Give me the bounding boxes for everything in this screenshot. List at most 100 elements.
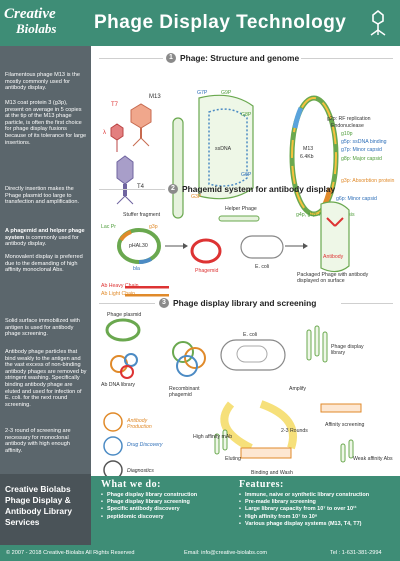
logo-line1: Creative [4, 6, 56, 22]
label-affinity: Affinity screening [325, 422, 365, 428]
label-g6p: G6P [241, 172, 252, 178]
label-g2p: g2p: RF replication [327, 116, 371, 122]
page-title: Phage Display Technology [94, 12, 347, 33]
label-t7: T7 [111, 102, 119, 108]
label-ecoli-3: E. coli [243, 332, 258, 338]
label-ab-library: Ab DNA library [101, 382, 136, 388]
label-lambda: λ [103, 130, 106, 136]
features-title: Features: [239, 479, 284, 490]
label-g10p: g10p [341, 131, 353, 137]
label-ecoli: E. coli [255, 264, 270, 270]
label-g3p-desc: g3p: Absorbtion protein [341, 178, 395, 184]
label-weak: Weak affinity Abs [353, 456, 393, 462]
label-amplify: Amplify [289, 386, 307, 392]
label-endonuclease: Endonuclease [331, 123, 364, 129]
label-drug: Drug Discovery [127, 442, 163, 448]
label-production: Antibody Production [127, 418, 152, 430]
label-genome-name: M13 [303, 146, 314, 152]
label-g9p: G9P [221, 90, 232, 96]
label-rounds: 2-3 Rounds [281, 428, 308, 434]
main-content: 1 Phage: Structure and genome [91, 46, 400, 480]
section-3-heading: 3 Phage display library and screening [159, 298, 316, 308]
section-3-number: 3 [159, 298, 169, 308]
label-bla: bla [133, 266, 140, 272]
sidebar-bottom-panel [0, 474, 91, 545]
section-2-heading: 2 Phagemid system for antibody display [168, 184, 335, 194]
section-1-heading: 1 Phage: Structure and genome [166, 53, 299, 63]
company-logo: Creative Biolabs [4, 6, 82, 40]
divider [99, 58, 163, 59]
list-item: Phage display library construction [101, 492, 197, 499]
label-g7p-desc: g7p: Minor capsid [341, 147, 382, 153]
label-stuffer: Stuffer fragment [123, 212, 161, 218]
list-item: peptidomic discovery [101, 514, 197, 521]
sidebar-text-5: Monovalent display is preferred due to t… [5, 254, 83, 274]
label-g8p-desc: g8p: Major capsid [341, 156, 382, 162]
label-genome-size: 6.4Kb [300, 154, 314, 160]
phage-icon [370, 9, 386, 36]
label-ssdna: ssDNA [215, 146, 232, 152]
label-helper: Helper Phage [225, 206, 257, 212]
sidebar [0, 46, 91, 545]
what-we-do-list: Phage display library construction Phage… [101, 492, 197, 521]
sidebar-text-8: 2-3 round of screening are necessary for… [5, 428, 71, 454]
label-phal30: pHAL30 [129, 243, 148, 249]
label-library: Phage display library [331, 344, 364, 356]
copyright: © 2007 - 2018 Creative-Biolabs All Right… [6, 550, 135, 556]
sidebar-text-1: Filamentous phage M13 is the mostly comm… [5, 72, 80, 92]
logo-line2: Biolabs [16, 21, 57, 36]
label-heavy: Ab Heavy Chain [101, 283, 139, 289]
screening-diagram [103, 318, 362, 480]
section-3-title: Phage display library and screening [173, 298, 317, 308]
section-1-number: 1 [166, 53, 176, 63]
divider [99, 303, 155, 304]
label-antibody: Antibody [323, 254, 344, 260]
sidebar-text-4-rest: is commonly used for antibody display. [5, 234, 79, 248]
label-phage-plasmid: Phage plasmid [107, 312, 142, 318]
label-phagemid: Phagemid [195, 268, 219, 274]
email-link[interactable]: Email: info@creative-biolabs.com [184, 550, 268, 556]
what-we-do-title: What we do: [101, 479, 161, 490]
label-binding: Binding and Wash [251, 470, 293, 476]
label-g3p: G3P [191, 194, 202, 200]
services-panel: What we do: Phage display library constr… [91, 476, 400, 545]
label-packaged: Packaged Phage with antibody displayed o… [297, 272, 369, 284]
label-high-affinity: High affinity mAb [193, 434, 233, 440]
label-g3p-gene: g3p [149, 224, 158, 230]
divider [301, 58, 393, 59]
section-2-number: 2 [168, 184, 178, 194]
list-item: Specific antibody discovery [101, 506, 197, 513]
list-item: Pre-made library screening [239, 499, 369, 506]
section-1-title: Phage: Structure and genome [180, 53, 300, 63]
label-g5p: g5p: ssDNA binding [341, 139, 387, 145]
sidebar-text-2: M13 coat protein 3 (g3p), present on ave… [5, 100, 87, 146]
footer: © 2007 - 2018 Creative-Biolabs All Right… [0, 545, 400, 561]
section-2-title: Phagemid system for antibody display [182, 184, 336, 194]
sidebar-text-4-bold: A phagemid and helper phage system [5, 228, 85, 241]
sidebar-text-6: Solid surface immobilized with antigen i… [5, 318, 80, 338]
label-lac: Lac Pr [101, 224, 116, 230]
list-item: Immune, naive or synthetic library const… [239, 492, 369, 499]
features-list: Immune, naive or synthetic library const… [239, 492, 369, 528]
services-title: Creative Biolabs Phage Display & Antibod… [5, 484, 73, 527]
label-g8p: G8P [241, 112, 252, 118]
label-t4: T4 [137, 184, 145, 190]
label-m13: M13 [149, 94, 161, 100]
phone-number: Tel : 1-631-381-2994 [330, 550, 382, 556]
list-item: Phage display library screening [101, 499, 197, 506]
label-g7p: G7P [197, 90, 208, 96]
label-eluting: Eluting [225, 456, 241, 462]
label-g6p-desc: g6p: Minor capsid [336, 196, 377, 202]
header-bar: Creative Biolabs Phage Display Technolog… [0, 0, 400, 46]
divider [341, 303, 393, 304]
label-diagnostics: Diagnostics [127, 468, 154, 474]
phage-structure-diagram [110, 94, 339, 219]
divider [99, 189, 165, 190]
sidebar-text-4: A phagemid and helper phage system is co… [5, 228, 87, 248]
label-recombinant: Recombinant phagemid [169, 386, 200, 398]
phagemid-diagram [117, 201, 350, 297]
label-light: Ab Light Chain [101, 291, 136, 297]
list-item: High affinity from 10⁷ to 10⁸ [239, 514, 369, 521]
sidebar-text-3: Directly insertion makes the Phage plasm… [5, 186, 80, 206]
